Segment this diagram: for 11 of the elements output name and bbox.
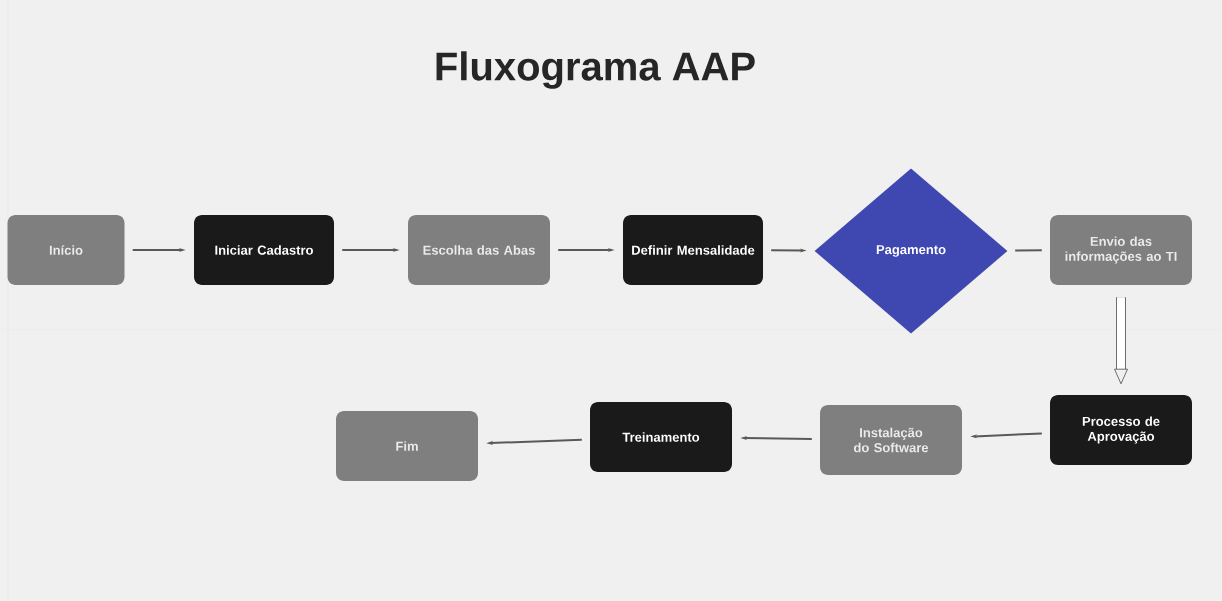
process-box: Instalação do Software <box>820 405 962 475</box>
process-box: Treinamento <box>590 402 732 472</box>
process-box: Processo de Aprovação <box>1050 395 1192 465</box>
title: Fluxograma AAP <box>436 51 755 89</box>
process-box: Definir Mensalidade <box>623 215 763 285</box>
arrow <box>1114 297 1128 385</box>
process-box: Iniciar Cadastro <box>194 215 334 285</box>
process-box: Fim <box>336 411 478 481</box>
process-box: Início <box>7 215 125 285</box>
process-box: Escolha das Abas <box>408 215 550 285</box>
process-box: Envio das informações ao TI <box>1050 215 1192 285</box>
